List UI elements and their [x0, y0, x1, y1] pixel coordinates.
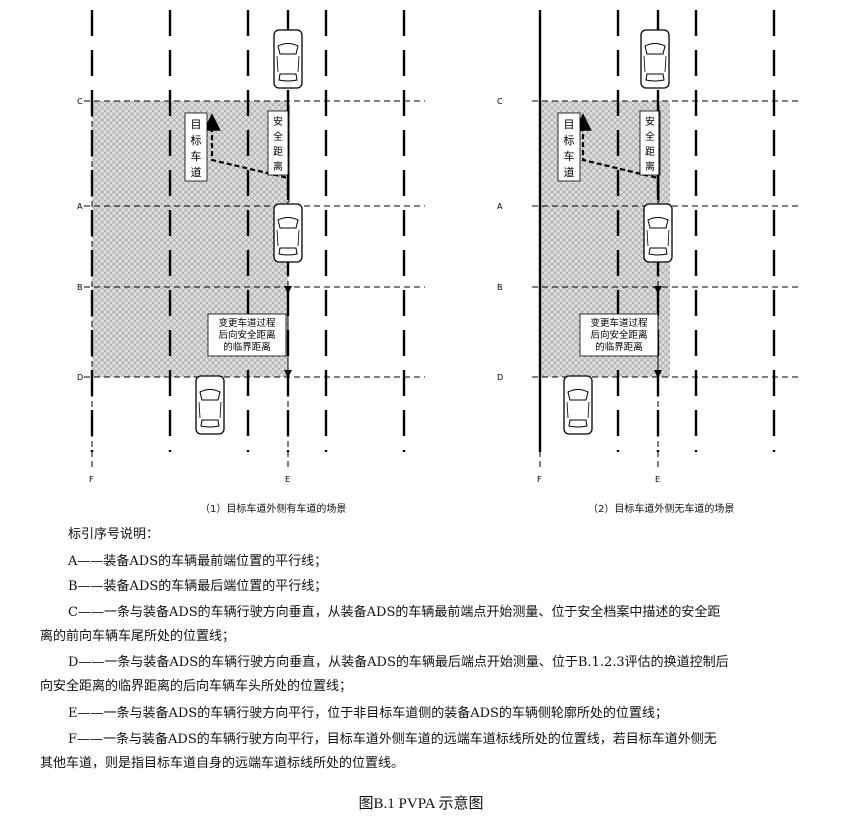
safe-distance-box — [639, 110, 661, 176]
safe-distance-char: 安 — [645, 115, 655, 128]
line-label-b: B — [497, 283, 503, 292]
line-label-c: C — [497, 97, 503, 106]
rear-distance-line: 后向安全距离 — [218, 329, 275, 341]
target-lane-char: 车 — [564, 149, 575, 163]
target-lane-char: 车 — [191, 149, 202, 163]
line-label-d: D — [77, 373, 83, 382]
caption-panel-1: （1）目标车道外侧有车道的场景 — [200, 504, 347, 515]
safe-distance-char: 离 — [273, 160, 283, 173]
legend-b: B——装备ADS的车辆最后端位置的平行线； — [68, 579, 328, 594]
legend-f-line1: F——一条与装备ADS的车辆行驶方向平行，目标车道外侧车道的远端车道标线所处的位… — [68, 732, 717, 747]
lane-change-arrow — [203, 113, 290, 200]
caption-panel-2: （2）目标车道外侧无车道的场景 — [588, 504, 735, 515]
target-lane-char: 道 — [191, 165, 202, 179]
line-label-b: B — [77, 283, 83, 292]
ego-vehicle — [273, 203, 303, 263]
safe-distance-char: 离 — [645, 160, 655, 173]
legend-heading: 标引序号说明： — [68, 527, 160, 542]
line-label-f: F — [89, 475, 94, 484]
target-lane-char: 目 — [564, 118, 575, 131]
safe-distance-box — [267, 110, 289, 176]
legend-f-line2: 其他车道，则是指目标车道自身的远端车道标线所处的位置线。 — [40, 756, 405, 771]
line-label-d: D — [497, 373, 503, 382]
legend-d-line2: 向安全距离的临界距离的后向车辆车头所处的位置线； — [40, 679, 353, 694]
legend-e: E——一条与装备ADS的车辆行驶方向平行，位于非目标车道侧的装备ADS的车辆侧轮… — [68, 706, 668, 721]
rear-distance-line: 的临界距离 — [595, 341, 643, 353]
safe-distance-char: 距 — [645, 146, 655, 158]
line-label-a: A — [497, 202, 503, 211]
safe-distance-char: 安 — [273, 115, 283, 128]
legend-c-line1: C——一条与装备ADS的车辆行驶方向垂直，从装备ADS的车辆最前端点开始测量、位… — [68, 605, 721, 620]
safe-distance-char: 距 — [273, 146, 283, 158]
legend-a: A——装备ADS的车辆最前端位置的平行线； — [68, 554, 328, 569]
figure-title: 图B.1 PVPA 示意图 — [358, 796, 484, 812]
rear-distance-line: 变更车道过程 — [218, 317, 276, 329]
line-label-c: C — [77, 97, 83, 106]
line-label-e: E — [655, 475, 660, 484]
front-vehicle — [273, 29, 303, 89]
target-lane-char: 标 — [564, 133, 575, 147]
ego-vehicle — [643, 203, 673, 263]
rear-distance-line: 的临界距离 — [223, 341, 271, 353]
safe-distance-char: 全 — [645, 130, 655, 143]
legend-c-line2: 离的前向车辆车尾所处的位置线； — [40, 629, 236, 644]
line-label-a: A — [77, 202, 83, 211]
rear-distance-line: 后向安全距离 — [590, 329, 647, 341]
line-label-f: F — [537, 475, 542, 484]
target-lane-box — [557, 112, 581, 182]
line-label-e: E — [285, 475, 290, 484]
rear-vehicle — [195, 375, 225, 435]
target-lane-char: 目 — [191, 118, 202, 131]
target-lane-char: 标 — [191, 133, 202, 147]
lane-change-arrow — [574, 113, 660, 200]
legend-d-line1: D——一条与装备ADS的车辆行驶方向垂直，从装备ADS的车辆最后端点开始测量、位… — [68, 655, 729, 670]
rear-vehicle — [563, 375, 593, 435]
safe-distance-char: 全 — [273, 130, 283, 143]
front-vehicle — [640, 29, 670, 89]
target-lane-box — [184, 112, 208, 182]
target-lane-char: 道 — [564, 165, 575, 179]
rear-distance-line: 变更车道过程 — [590, 317, 648, 329]
